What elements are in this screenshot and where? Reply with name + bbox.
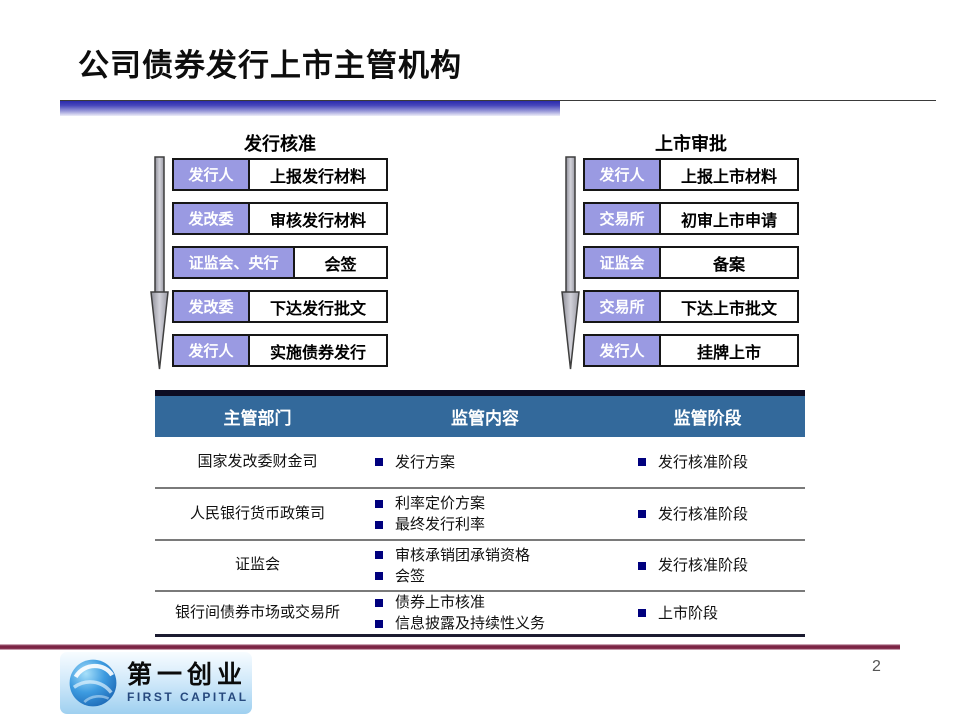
flow-step-actor: 发行人 (585, 160, 661, 189)
table-row: 证监会 审核承销团承销资格 会签 发行核准阶段 (155, 541, 805, 592)
flow-step: 发行人 上报发行材料 (172, 158, 388, 191)
flow-step-action: 会签 (324, 256, 357, 274)
flow-step-actor: 发改委 (174, 204, 250, 233)
bullet-square-icon (375, 551, 383, 559)
content-item: 债券上市核准 (395, 594, 486, 611)
content-item: 审核承销团承销资格 (395, 546, 531, 564)
flow-step: 证监会、央行 会签 (172, 246, 388, 279)
department-cell: 证监会 (234, 556, 280, 574)
flow-step-action: 上报上市材料 (680, 168, 777, 186)
stage-label: 发行核准阶段 (658, 505, 749, 523)
flow-step-action: 审核发行材料 (269, 212, 366, 230)
table-header-row: 主管部门 监管内容 监管阶段 (155, 396, 805, 437)
content-item: 利率定价方案 (395, 495, 486, 512)
table-top-bar (155, 390, 805, 396)
content-cell: 发行方案 (360, 452, 610, 473)
content-item: 信息披露及持续性义务 (395, 615, 546, 632)
down-arrow-icon (150, 156, 169, 370)
content-item: 发行方案 (395, 453, 456, 471)
flow-step-action: 实施债券发行 (269, 344, 366, 362)
stage-label: 发行核准阶段 (658, 453, 749, 471)
stage-cell: 发行核准阶段 (610, 504, 805, 525)
flow-step: 发行人 实施债券发行 (172, 334, 388, 367)
down-arrow-icon (561, 156, 580, 370)
logo-english-name: FIRST CAPITAL (127, 690, 249, 705)
title-rule-bar (60, 101, 560, 116)
flowchart-title: 上市审批 (655, 134, 727, 154)
title-rule-line (60, 100, 936, 101)
flow-step-action: 下达发行批文 (269, 300, 366, 318)
flow-step: 发改委 下达发行批文 (172, 290, 388, 323)
content-cell: 利率定价方案 最终发行利率 (360, 493, 610, 535)
flow-step: 交易所 初审上市申请 (583, 202, 799, 235)
bullet-square-icon (375, 572, 383, 580)
stage-label: 上市阶段 (658, 604, 719, 622)
company-logo: 第一创业 FIRST CAPITAL (60, 652, 252, 714)
flow-step-action: 挂牌上市 (696, 344, 761, 362)
table-row: 人民银行货币政策司 利率定价方案 最终发行利率 发行核准阶段 (155, 489, 805, 541)
page-number: 2 (872, 658, 881, 675)
bullet-square-icon (638, 609, 646, 617)
bullet-square-icon (375, 458, 383, 466)
flow-step-actor: 发行人 (174, 160, 250, 189)
flow-step: 证监会 备案 (583, 246, 799, 279)
flow-step: 发行人 上报上市材料 (583, 158, 799, 191)
bullet-square-icon (375, 499, 383, 508)
flow-step-actor: 交易所 (585, 204, 661, 233)
table-header-stage: 监管阶段 (673, 409, 742, 428)
table-header-content: 监管内容 (451, 409, 519, 428)
content-cell: 债券上市核准 信息披露及持续性义务 (360, 592, 610, 634)
flow-step-actor: 证监会、央行 (174, 248, 295, 277)
bullet-square-icon (638, 510, 646, 518)
flow-step-action: 初审上市申请 (680, 212, 777, 230)
logo-chinese-name: 第一创业 (127, 660, 248, 689)
stage-cell: 发行核准阶段 (610, 452, 805, 473)
globe-icon (69, 659, 117, 707)
flow-step-actor: 证监会 (585, 248, 661, 277)
regulator-table: 主管部门 监管内容 监管阶段 国家发改委财金司 发行方案 发行核准阶段 人民银行… (155, 390, 805, 637)
stage-label: 发行核准阶段 (658, 557, 749, 574)
bullet-square-icon (638, 458, 646, 466)
flow-step-action: 下达上市批文 (680, 300, 777, 318)
flow-step-actor: 交易所 (585, 292, 661, 321)
table-header-department: 主管部门 (223, 409, 292, 428)
content-item: 会签 (395, 567, 426, 585)
stage-cell: 发行核准阶段 (610, 555, 805, 576)
bullet-square-icon (638, 561, 646, 570)
department-cell: 银行间债券市场或交易所 (174, 603, 340, 621)
flow-step: 交易所 下达上市批文 (583, 290, 799, 323)
flow-step: 发行人 挂牌上市 (583, 334, 799, 367)
flow-step-actor: 发行人 (585, 336, 661, 365)
flow-step-action: 备案 (712, 256, 745, 274)
department-cell: 人民银行货币政策司 (189, 504, 325, 522)
footer-rule-line (0, 644, 900, 650)
flow-step-actor: 发行人 (174, 336, 250, 365)
table-row: 国家发改委财金司 发行方案 发行核准阶段 (155, 437, 805, 489)
page-title: 公司债券发行上市主管机构 (78, 48, 462, 83)
flow-step-action: 上报发行材料 (269, 168, 366, 186)
bullet-square-icon (375, 520, 383, 529)
flow-step-actor: 发改委 (174, 292, 250, 321)
content-item: 最终发行利率 (395, 516, 486, 533)
bullet-square-icon (375, 598, 383, 607)
logo-text-block: 第一创业 FIRST CAPITAL (127, 660, 249, 705)
flowchart-title: 发行核准 (244, 134, 316, 154)
content-cell: 审核承销团承销资格 会签 (360, 545, 610, 587)
department-cell: 国家发改委财金司 (197, 452, 318, 470)
bullet-square-icon (375, 619, 383, 628)
flow-step: 发改委 审核发行材料 (172, 202, 388, 235)
stage-cell: 上市阶段 (610, 603, 805, 624)
table-row: 银行间债券市场或交易所 债券上市核准 信息披露及持续性义务 上市阶段 (155, 592, 805, 637)
